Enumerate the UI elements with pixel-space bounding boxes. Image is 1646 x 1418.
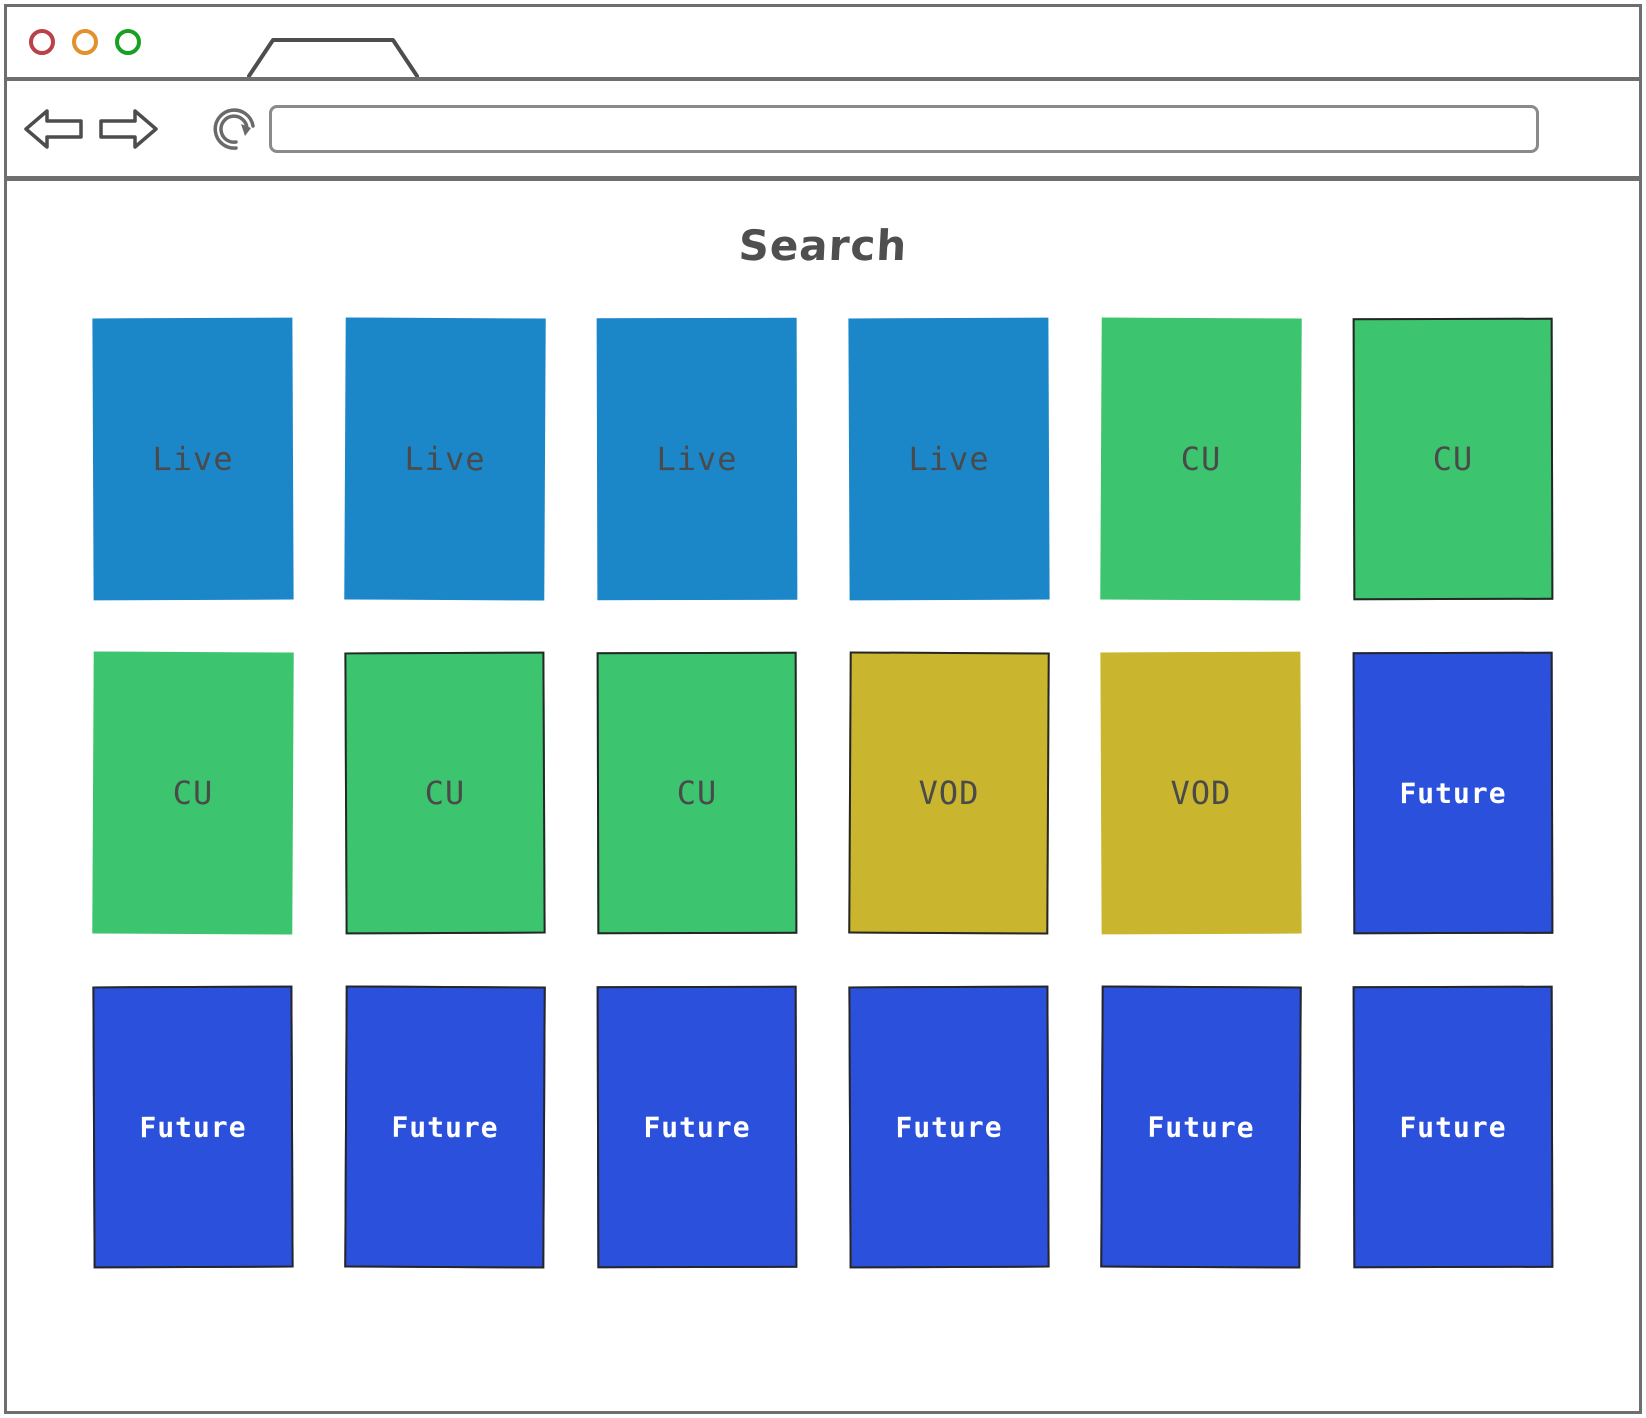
card-future[interactable]: Future: [848, 985, 1050, 1269]
card-future[interactable]: Future: [1352, 651, 1554, 935]
card-label: VOD: [918, 773, 980, 813]
card-future[interactable]: Future: [1352, 985, 1554, 1269]
card-label: CU: [676, 773, 718, 813]
card-label: Future: [139, 1110, 247, 1144]
reload-icon[interactable]: [209, 102, 263, 156]
back-arrow-icon[interactable]: [23, 106, 85, 152]
card-vod[interactable]: VOD: [848, 651, 1050, 935]
card-live[interactable]: Live: [596, 317, 798, 601]
browser-title-bar: [7, 7, 1639, 81]
card-future[interactable]: Future: [596, 985, 798, 1269]
card-label: CU: [1180, 439, 1222, 479]
card-label: CU: [172, 773, 214, 813]
card-live[interactable]: Live: [92, 317, 294, 601]
card-label: Future: [1399, 776, 1507, 810]
card-cu[interactable]: CU: [1100, 317, 1302, 601]
card-label: Future: [643, 1110, 751, 1144]
browser-tab[interactable]: [247, 37, 419, 77]
card-live[interactable]: Live: [344, 317, 546, 601]
page-title: Search: [737, 221, 909, 270]
maximize-window-button[interactable]: [115, 29, 141, 55]
url-input[interactable]: [269, 104, 1539, 153]
browser-toolbar: [7, 81, 1639, 181]
card-future[interactable]: Future: [92, 985, 294, 1269]
card-live[interactable]: Live: [848, 317, 1050, 601]
card-label: Live: [404, 439, 486, 479]
card-cu[interactable]: CU: [596, 651, 798, 935]
card-future[interactable]: Future: [344, 985, 546, 1269]
card-label: Future: [1147, 1110, 1255, 1144]
window-controls: [29, 29, 141, 55]
card-label: Live: [908, 439, 990, 479]
card-label: Live: [656, 439, 738, 479]
card-label: Future: [895, 1110, 1003, 1144]
card-cu[interactable]: CU: [1352, 317, 1554, 601]
close-window-button[interactable]: [29, 29, 55, 55]
card-label: Live: [152, 439, 234, 479]
minimize-window-button[interactable]: [72, 29, 98, 55]
forward-arrow-icon[interactable]: [97, 106, 159, 152]
card-cu[interactable]: CU: [92, 651, 294, 935]
card-label: Future: [1399, 1110, 1507, 1144]
card-label: Future: [391, 1110, 499, 1144]
card-vod[interactable]: VOD: [1100, 651, 1302, 935]
navigation-buttons: [23, 106, 159, 152]
card-label: VOD: [1170, 773, 1232, 813]
card-future[interactable]: Future: [1100, 985, 1302, 1269]
card-cu[interactable]: CU: [344, 651, 546, 935]
card-label: CU: [424, 773, 466, 813]
card-label: CU: [1432, 439, 1474, 479]
